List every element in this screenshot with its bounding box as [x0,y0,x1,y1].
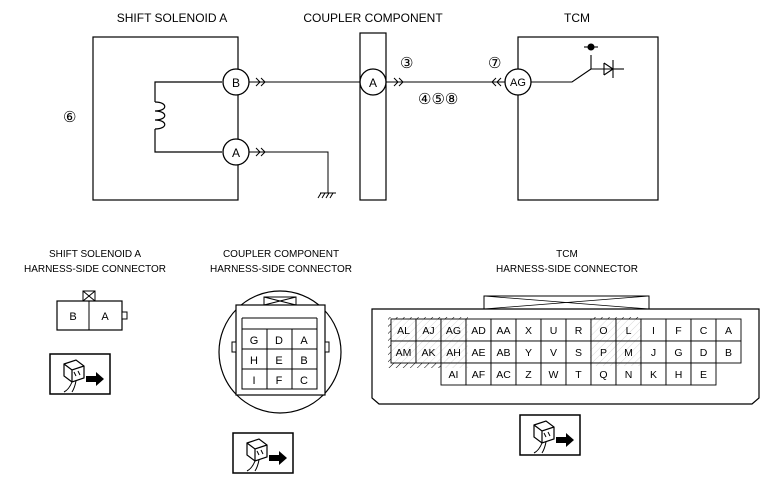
connector-mark [491,77,502,87]
tcm-pin-label: N [625,369,633,381]
tcm-pin-label: H [675,369,683,381]
tcm-title: TCM [564,11,590,25]
tcm-pin-label: AC [496,369,511,381]
marker-7: ⑦ [488,55,501,72]
tcm-pin-label: K [650,369,657,381]
coupler-connector-pin: G [250,335,259,347]
tcm-pin-label: AG [446,325,461,337]
tcm-pin-cell [715,340,742,364]
tcm-connector-title-2: HARNESS-SIDE CONNECTOR [496,264,638,275]
marker-6: ⑥ [63,109,76,126]
ground-icon [317,192,336,199]
tcm-pin-label: G [674,347,682,359]
plug-insert-icon [519,414,581,456]
coupler-pin-a-label: A [369,76,377,90]
solenoid-pin-a-label: A [232,146,240,160]
solenoid-connector: B A [56,290,128,331]
tcm-pin-label: P [600,347,607,359]
tcm-pin-label: M [624,347,633,359]
tcm-pin-label: C [700,325,708,337]
tcm-pin-label: R [575,325,583,337]
tcm-pin-label: J [651,347,656,359]
tcm-pin-label: AL [397,325,410,337]
markers-4-5-8: ④⑤⑧ [418,91,458,108]
coupler-title: COUPLER COMPONENT [303,11,443,25]
solenoid-pin-b-label: B [232,76,240,90]
solenoid-connector-title-1: SHIFT SOLENOID A [49,249,141,260]
tcm-pin-label: X [525,325,532,337]
connector-mark [255,77,266,87]
connector-mark [393,77,404,87]
solenoid-connector-pin: B [69,311,76,323]
coupler-connector-pin: E [275,355,282,367]
solenoid-connector-title-2: HARNESS-SIDE CONNECTOR [24,264,166,275]
shift-solenoid-box [92,36,239,201]
coupler-connector-pin: I [252,375,255,387]
tcm-pin-label: Y [525,347,532,359]
tcm-pin-ag-label: AG [510,77,526,89]
tcm-connector: AL AJ AG AD AA X U R O L I F C A AM AK AH AE AB Y V S P M J G D B AI… [371,295,760,405]
tcm-pin-label: Q [599,369,607,381]
tcm-pin-label: AI [449,369,459,381]
coupler-connector-pin: B [300,355,307,367]
tcm-pin-label: O [599,325,607,337]
coupler-connector-pin: H [250,355,258,367]
tcm-pin-label: U [550,325,558,337]
tcm-pin-label: V [550,347,557,359]
marker-3: ③ [400,55,413,72]
tcm-pin-label: AH [446,347,461,359]
plug-insert-icon [232,432,294,474]
tcm-pin-label: D [700,347,708,359]
tcm-pin-label: AA [496,325,510,337]
tcm-pin-cell [690,362,717,386]
tcm-pin-label: AJ [422,325,434,337]
coupler-connector-title-1: COUPLER COMPONENT [223,249,339,260]
tcm-pin-label: B [725,347,732,359]
tcm-pin-label: AF [472,369,485,381]
tcm-pin-label: W [549,369,559,381]
tcm-pin-label: E [700,369,707,381]
tcm-connector-title-1: TCM [556,249,578,260]
shift-solenoid-title: SHIFT SOLENOID A [117,11,227,25]
tcm-pin-label: F [675,325,681,337]
tcm-pin-label: AD [471,325,486,337]
coupler-box [359,32,387,201]
coupler-connector-pin: C [300,375,308,387]
tcm-pin-label: I [652,325,655,337]
coupler-connector-pin: A [300,335,308,347]
solenoid-connector-pin: A [101,311,109,323]
tcm-pin-label: Z [525,369,532,381]
tcm-pin-label: AK [421,347,435,359]
coupler-connector-title-2: HARNESS-SIDE CONNECTOR [210,264,352,275]
tcm-pin-label: AE [471,347,485,359]
plug-insert-icon [49,353,111,395]
coupler-connector-pin: D [275,335,283,347]
coil-icon [154,81,222,153]
tcm-pin-label: AM [396,347,412,359]
tcm-pin-label: AB [496,347,510,359]
transistor-icon [531,43,624,83]
tcm-box [517,36,659,201]
coupler-connector: G D A H E B I F C [218,290,342,414]
tcm-pin-label: T [575,369,582,381]
wire-a-to-ground [249,151,329,193]
connector-mark [255,147,266,157]
tcm-pin-label: L [626,325,632,337]
coupler-connector-pin: F [276,375,283,387]
tcm-pin-label: A [725,325,732,337]
tcm-pin-label: S [575,347,582,359]
